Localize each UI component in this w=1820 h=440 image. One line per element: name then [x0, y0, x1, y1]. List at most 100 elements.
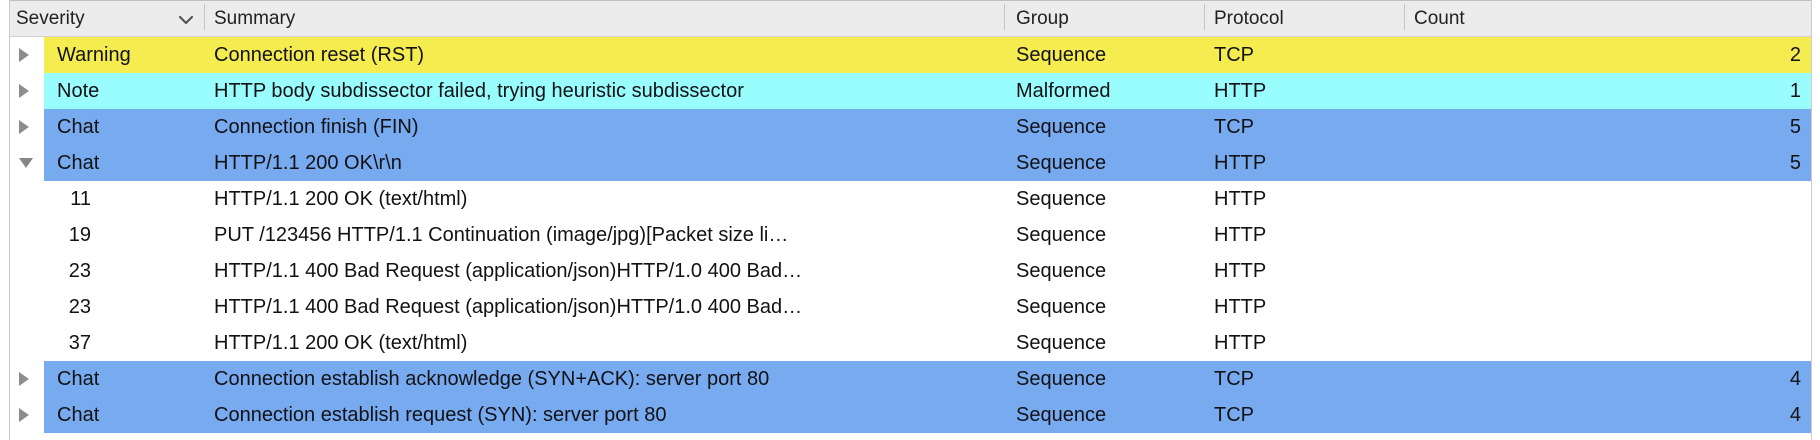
count-cell: 5	[1789, 115, 1801, 138]
summary-cell: HTTP body subdissector failed, trying he…	[214, 79, 744, 102]
column-header-group[interactable]: Group	[1004, 1, 1204, 36]
protocol-cell: HTTP	[1214, 331, 1267, 354]
table-header: Severity Summary Group Protocol Count	[10, 1, 1811, 37]
expander-cell[interactable]	[10, 397, 44, 433]
severity-cell: Chat	[44, 116, 204, 139]
expander-cell[interactable]	[10, 253, 44, 289]
table-row[interactable]: 19 PUT /123456 HTTP/1.1 Continuation (im…	[10, 217, 1811, 253]
column-header-severity[interactable]: Severity	[10, 1, 204, 36]
column-header-severity-label: Severity	[16, 7, 85, 29]
expander-icon[interactable]	[19, 48, 29, 62]
group-cell: Sequence	[1016, 223, 1107, 246]
summary-cell: Connection establish acknowledge (SYN+AC…	[214, 367, 770, 390]
expander-cell[interactable]	[10, 289, 44, 325]
group-cell: Sequence	[1016, 187, 1107, 210]
count-cell: 2	[1789, 43, 1801, 66]
column-header-protocol-label: Protocol	[1214, 7, 1284, 29]
group-cell: Sequence	[1016, 43, 1107, 66]
expander-icon[interactable]	[19, 84, 29, 98]
group-cell: Sequence	[1016, 295, 1107, 318]
group-cell: Sequence	[1016, 259, 1107, 282]
column-header-protocol[interactable]: Protocol	[1204, 1, 1404, 36]
expander-icon[interactable]	[19, 120, 29, 134]
count-cell: 4	[1789, 367, 1801, 390]
column-header-summary[interactable]: Summary	[204, 1, 1004, 36]
column-header-summary-label: Summary	[214, 7, 296, 29]
table-row[interactable]: Warning Connection reset (RST) Sequence …	[10, 37, 1811, 73]
expander-cell[interactable]	[10, 37, 44, 73]
group-cell: Malformed	[1016, 79, 1111, 102]
protocol-cell: HTTP	[1214, 187, 1267, 210]
count-cell: 1	[1789, 79, 1801, 102]
expander-cell[interactable]	[10, 217, 44, 253]
packet-number: 19	[68, 223, 91, 246]
expert-info-table: Severity Summary Group Protocol Count Wa…	[9, 0, 1812, 440]
severity-cell: Note	[44, 80, 204, 103]
chevron-down-icon	[178, 15, 194, 24]
expander-cell[interactable]	[10, 109, 44, 145]
group-cell: Sequence	[1016, 367, 1107, 390]
summary-cell: HTTP/1.1 400 Bad Request (application/js…	[214, 259, 803, 282]
expander-cell[interactable]	[10, 361, 44, 397]
summary-cell: PUT /123456 HTTP/1.1 Continuation (image…	[214, 223, 789, 246]
severity-label: Chat	[57, 115, 100, 138]
table-row[interactable]: 23 HTTP/1.1 400 Bad Request (application…	[10, 289, 1811, 325]
protocol-cell: HTTP	[1214, 223, 1267, 246]
severity-cell: Warning	[44, 44, 204, 67]
protocol-cell: TCP	[1214, 403, 1254, 426]
summary-cell: HTTP/1.1 200 OK (text/html)	[214, 331, 468, 354]
table-row[interactable]: Chat Connection establish acknowledge (S…	[10, 361, 1811, 397]
summary-cell: Connection establish request (SYN): serv…	[214, 403, 667, 426]
group-cell: Sequence	[1016, 115, 1107, 138]
severity-cell: Chat	[44, 404, 204, 427]
column-header-group-label: Group	[1016, 7, 1069, 29]
expander-icon[interactable]	[19, 408, 29, 422]
summary-cell: HTTP/1.1 200 OK\r\n	[214, 151, 402, 174]
table-row[interactable]: Chat Connection establish request (SYN):…	[10, 397, 1811, 433]
expander-cell[interactable]	[10, 73, 44, 109]
column-header-count[interactable]: Count	[1404, 1, 1811, 36]
protocol-cell: TCP	[1214, 43, 1254, 66]
table-row[interactable]: Chat Connection finish (FIN) Sequence TC…	[10, 109, 1811, 145]
table-row[interactable]: Note HTTP body subdissector failed, tryi…	[10, 73, 1811, 109]
count-cell: 4	[1789, 403, 1801, 426]
severity-label: Chat	[57, 367, 100, 390]
severity-cell: 37	[44, 332, 204, 355]
packet-number: 11	[70, 187, 91, 210]
expander-icon[interactable]	[19, 158, 33, 168]
summary-cell: HTTP/1.1 200 OK (text/html)	[214, 187, 468, 210]
severity-label: Note	[57, 79, 100, 102]
expander-cell[interactable]	[10, 325, 44, 361]
table-row[interactable]: Chat HTTP/1.1 200 OK\r\n Sequence HTTP 5	[10, 145, 1811, 181]
severity-cell: 11	[44, 188, 204, 211]
protocol-cell: HTTP	[1214, 151, 1267, 174]
expander-cell[interactable]	[10, 181, 44, 217]
protocol-cell: HTTP	[1214, 259, 1267, 282]
expander-icon[interactable]	[19, 372, 29, 386]
table-row[interactable]: 11 HTTP/1.1 200 OK (text/html) Sequence …	[10, 181, 1811, 217]
protocol-cell: TCP	[1214, 115, 1254, 138]
group-cell: Sequence	[1016, 403, 1107, 426]
severity-cell: Chat	[44, 152, 204, 175]
summary-cell: HTTP/1.1 400 Bad Request (application/js…	[214, 295, 803, 318]
group-cell: Sequence	[1016, 151, 1107, 174]
severity-cell: 23	[44, 296, 204, 319]
packet-number: 37	[68, 331, 91, 354]
summary-cell: Connection reset (RST)	[214, 43, 425, 66]
packet-number: 23	[68, 259, 91, 282]
table-row[interactable]: 37 HTTP/1.1 200 OK (text/html) Sequence …	[10, 325, 1811, 361]
protocol-cell: HTTP	[1214, 79, 1267, 102]
severity-cell: 19	[44, 224, 204, 247]
table-row[interactable]: 23 HTTP/1.1 400 Bad Request (application…	[10, 253, 1811, 289]
expander-cell[interactable]	[10, 145, 44, 181]
protocol-cell: TCP	[1214, 367, 1254, 390]
table-body: Warning Connection reset (RST) Sequence …	[10, 37, 1811, 433]
severity-label: Warning	[57, 43, 131, 66]
column-header-count-label: Count	[1414, 7, 1465, 29]
severity-label: Chat	[57, 403, 100, 426]
group-cell: Sequence	[1016, 331, 1107, 354]
protocol-cell: HTTP	[1214, 295, 1267, 318]
severity-label: Chat	[57, 151, 100, 174]
count-cell: 5	[1789, 151, 1801, 174]
summary-cell: Connection finish (FIN)	[214, 115, 419, 138]
